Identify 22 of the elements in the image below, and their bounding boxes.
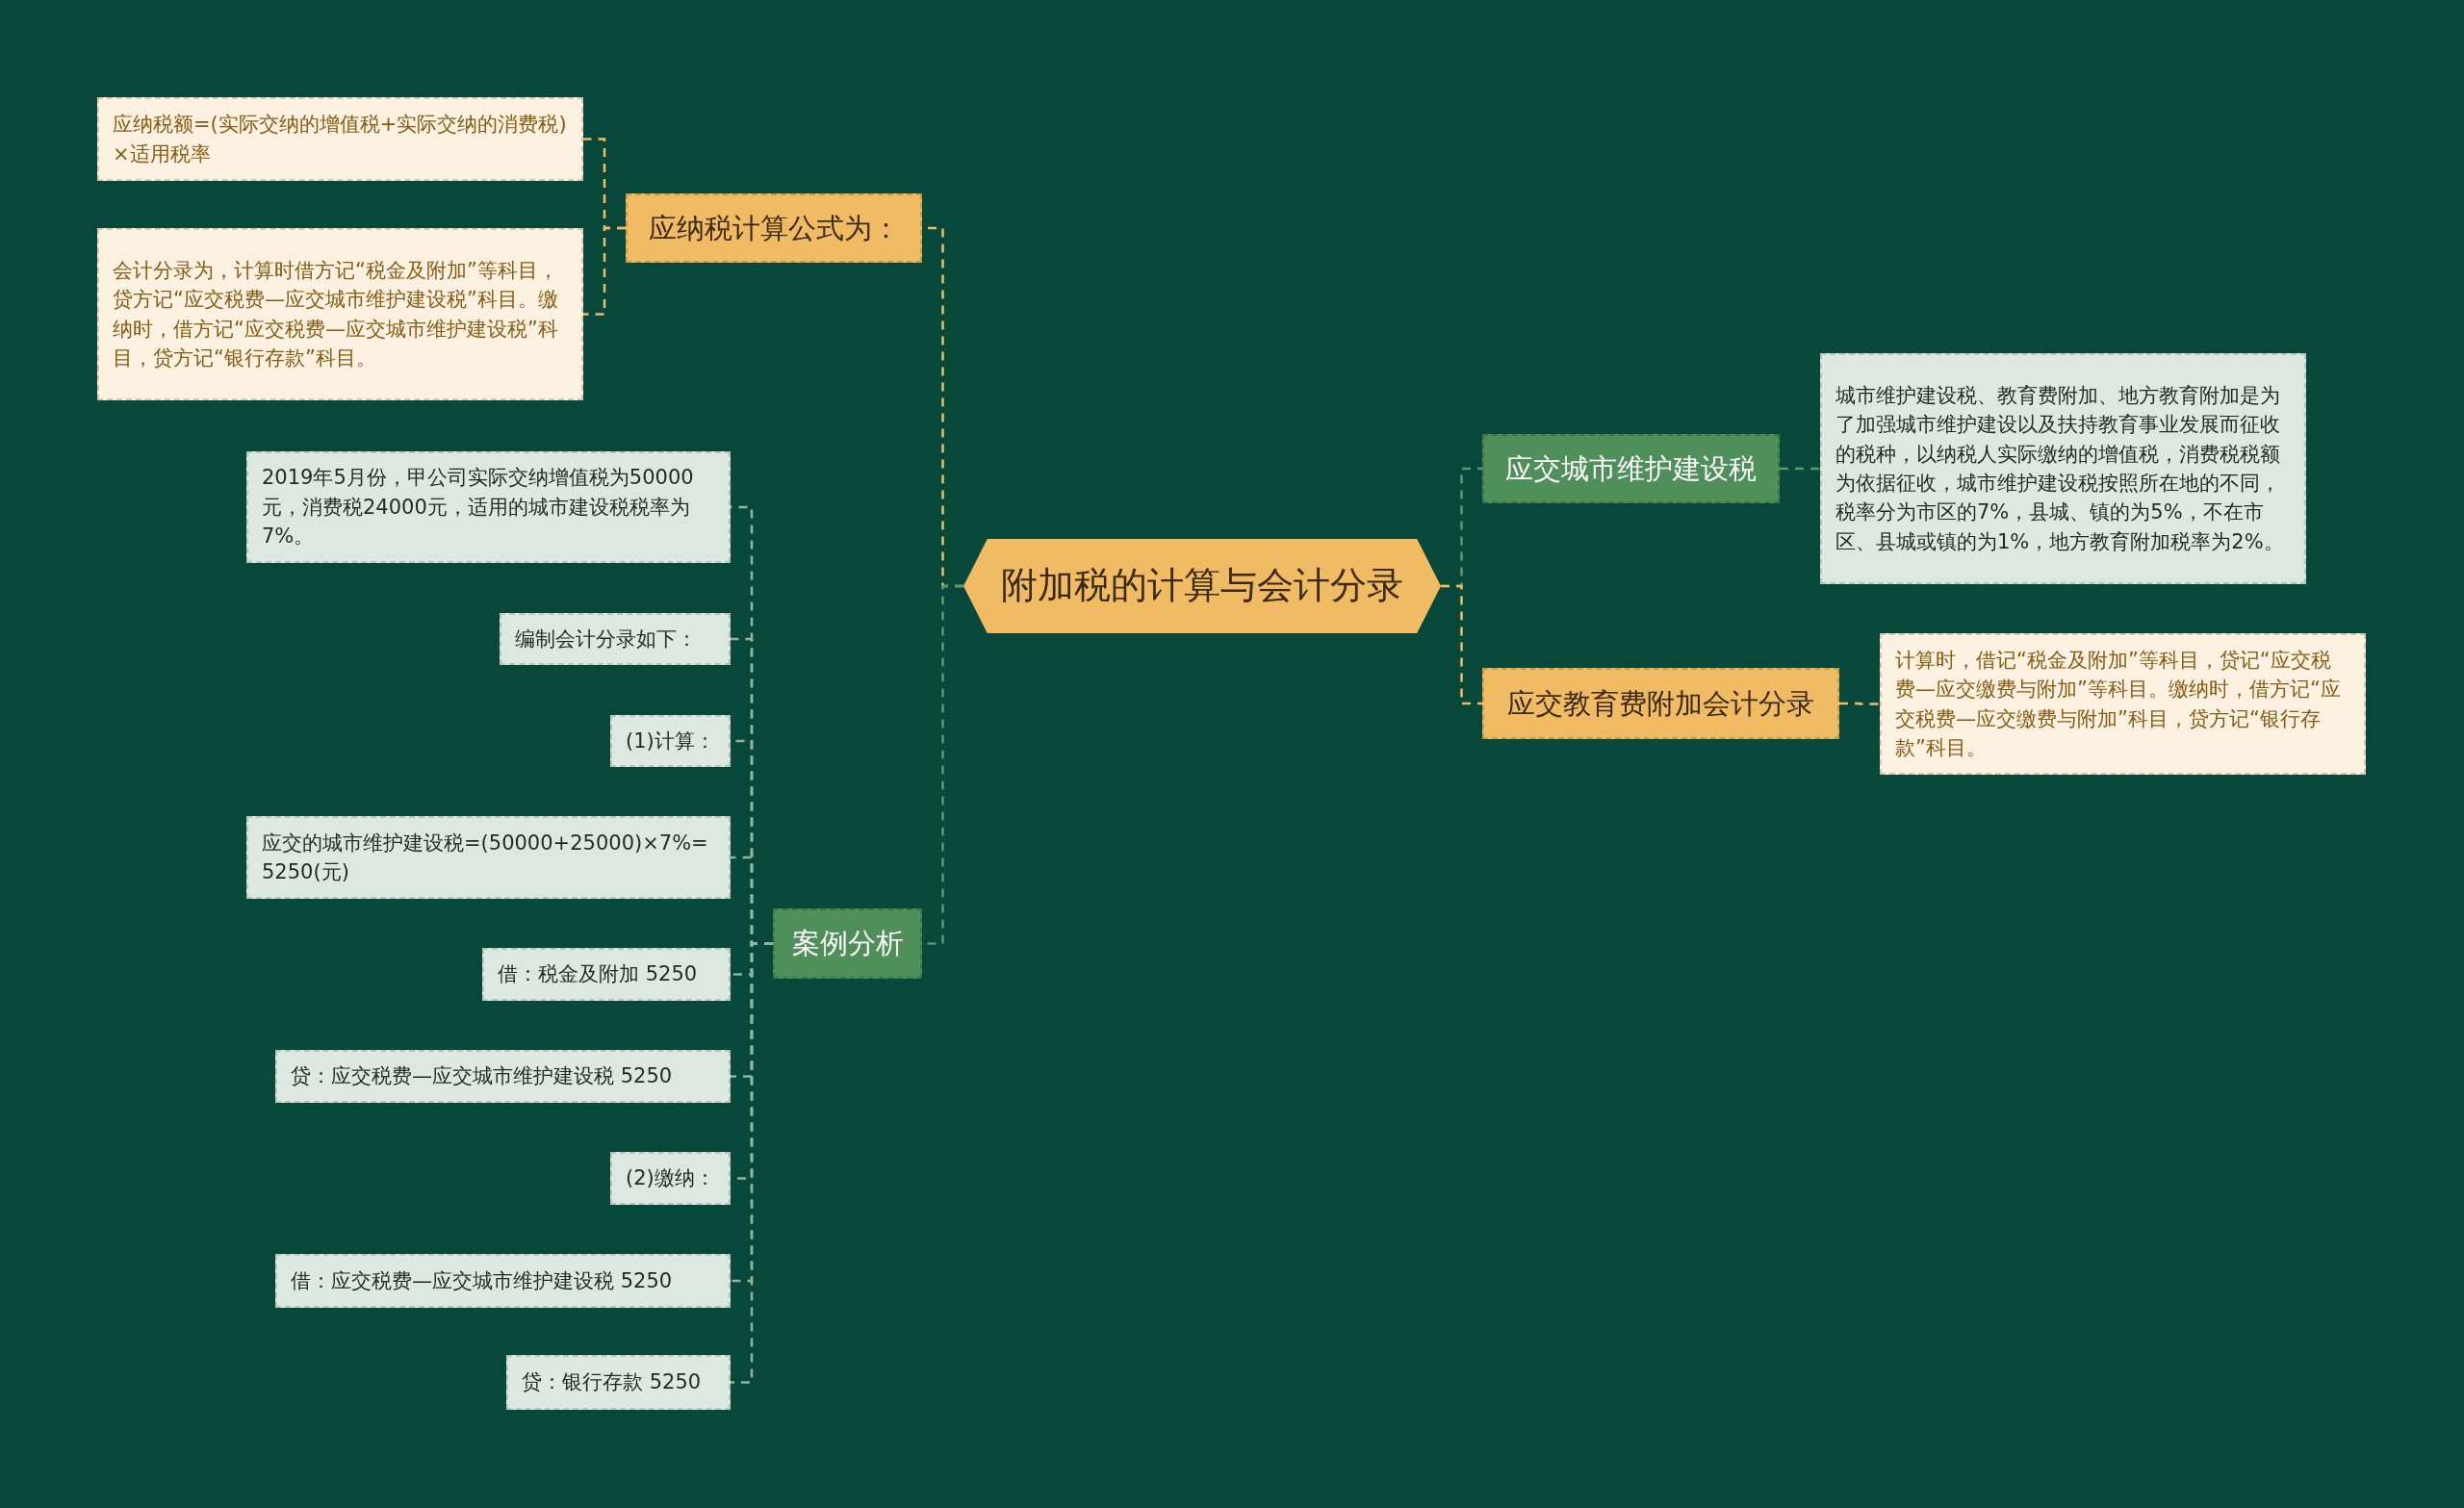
note-box: 贷：银行存款 5250 bbox=[506, 1355, 731, 1410]
note-box: 计算时，借记“税金及附加”等科目，贷记“应交税费—应交缴费与附加”等科目。缴纳时，借方记“应交税费—应交缴费与附加”科目，贷方记“银行存款”科目。 bbox=[1880, 633, 2366, 775]
note-box: (2)缴纳： bbox=[610, 1152, 731, 1205]
note-box: 会计分录为，计算时借方记“税金及附加”等科目，贷方记“应交税费—应交城市维护建设税”科目。缴纳时，借方记“应交税费—应交城市维护建设税”科目，贷方记“银行存款”科目。 bbox=[97, 228, 583, 400]
connector-line bbox=[1780, 467, 1820, 471]
connector-line bbox=[1839, 702, 1880, 705]
note-box: 应交的城市维护建设税=(50000+25000)×7%=5250(元) bbox=[246, 816, 731, 899]
note-box: 应纳税额=(实际交纳的增值税+实际交纳的消费税)×适用税率 bbox=[97, 97, 583, 181]
note-box: 贷：应交税费—应交城市维护建设税 5250 bbox=[275, 1050, 731, 1103]
connector-line bbox=[1441, 584, 1482, 705]
central-topic-hexagon: 附加税的计算与会计分录 bbox=[963, 539, 1441, 633]
note-box: 2019年5月份，甲公司实际交纳增值税为50000元，消费税24000元，适用的城市建设税税率为7%。 bbox=[246, 451, 731, 563]
topic-box: 案例分析 bbox=[773, 908, 922, 979]
note-box: (1)计算： bbox=[610, 715, 731, 767]
connector-line bbox=[583, 226, 626, 316]
note-box: 借：税金及附加 5250 bbox=[482, 948, 731, 1001]
note-box: 城市维护建设税、教育费附加、地方教育附加是为了加强城市维护建设以及扶持教育事业发展而征收的税种，以纳税人实际缴纳的增值税，消费税税额为依据征收，城市维护建设税按照所在地的不同，税率分为市区的7%，县城、镇的为5%，不在市区、县城或镇的为1%，地方教育附加税率为2%。 bbox=[1820, 353, 2306, 584]
note-box: 借：应交税费—应交城市维护建设税 5250 bbox=[275, 1254, 731, 1308]
topic-box: 应交教育费附加会计分录 bbox=[1482, 668, 1839, 739]
note-box: 编制会计分录如下： bbox=[500, 613, 731, 665]
topic-box: 应交城市维护建设税 bbox=[1482, 434, 1780, 503]
topic-box: 应纳税计算公式为： bbox=[626, 193, 922, 263]
